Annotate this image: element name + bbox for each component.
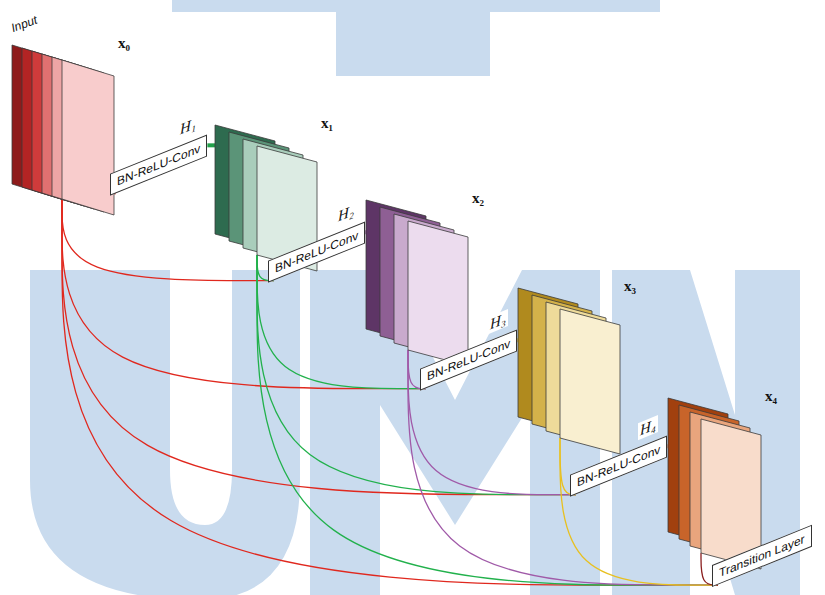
feature-map-page (560, 309, 620, 454)
dense-connection (62, 199, 576, 495)
feature-map-pages (366, 200, 468, 366)
watermark-shapes (30, 0, 800, 595)
feature-map-label: x₄ (765, 388, 777, 405)
feature-map-page (62, 60, 114, 215)
layer-name: BN-ReLU-Conv (117, 141, 200, 189)
feature-map-pages (518, 288, 620, 454)
dense-connection (62, 199, 718, 585)
watermark-block (336, 0, 490, 76)
feature-map-stack: x₄ (668, 398, 761, 569)
feature-map-stack: x₃ (518, 288, 620, 454)
layer-label: H₂ (336, 201, 356, 226)
layer-label: H₄ (638, 415, 658, 440)
layer-label: H₁ (178, 114, 198, 139)
input-label: Input (9, 13, 39, 35)
feature-map-label: x₃ (624, 278, 636, 295)
feature-map-stack: Inputx₀ (12, 45, 114, 215)
layer-output-line (207, 143, 215, 147)
feature-map-pages (12, 45, 114, 215)
layer-box: H₁BN-ReLU-Conv (110, 134, 207, 195)
dense-connection (257, 255, 718, 585)
feature-map-pages (668, 398, 761, 569)
feature-map-page (408, 221, 468, 366)
feature-map-stack: x₂ (366, 200, 468, 366)
feature-map-page (701, 419, 761, 569)
feature-map-label: x₂ (472, 190, 484, 207)
feature-map-label: x₀ (118, 35, 130, 52)
feature-map-label: x₁ (321, 115, 333, 132)
layer-label: H₃ (488, 309, 508, 334)
